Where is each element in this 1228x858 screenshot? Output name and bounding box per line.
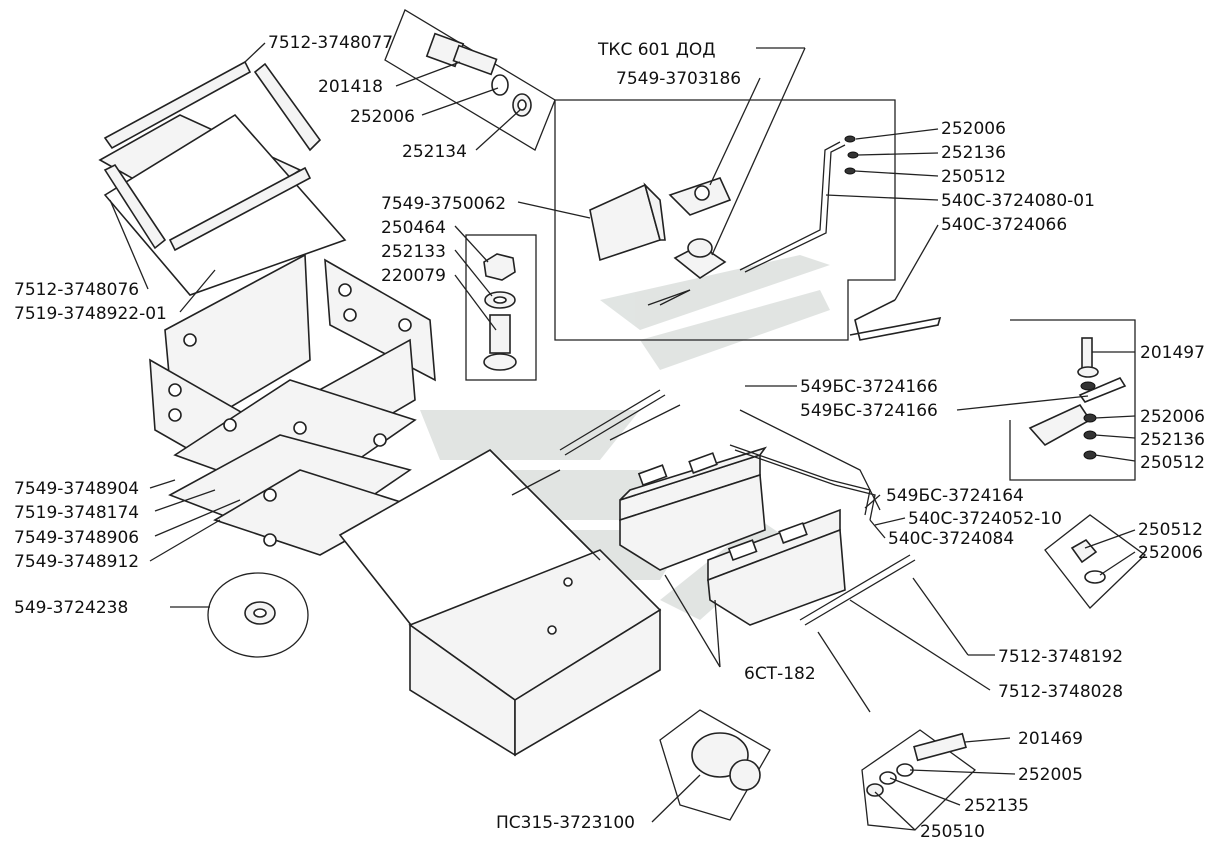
label-7512-3748076: 7512-3748076 [14,280,139,300]
label-252006-d: 252006 [1138,543,1203,563]
label-252136: 252136 [941,143,1006,163]
leader-lines [109,42,1136,831]
label-250464: 250464 [381,218,446,238]
batteries [619,446,846,626]
label-252133: 252133 [381,242,446,262]
label-252005: 252005 [1018,765,1083,785]
label-549bc-3724164: 549БС-3724164 [886,486,1024,506]
label-tks-601-dod: ТКС 601 ДОД [597,40,716,60]
label-250510: 250510 [920,822,985,842]
label-549-3724238: 549-3724238 [14,598,128,618]
label-7549-3748906: 7549-3748906 [14,528,139,548]
label-7512-3748077: 7512-3748077 [268,33,393,53]
label-252135: 252135 [964,796,1029,816]
terminal-group [1009,319,1136,481]
label-7549-3748912: 7549-3748912 [14,552,139,572]
label-201497: 201497 [1140,343,1205,363]
label-252134: 252134 [402,142,467,162]
label-201469: 201469 [1018,729,1083,749]
label-201418: 201418 [318,77,383,97]
label-250512-c: 250512 [1138,520,1203,540]
label-7512-3748028: 7512-3748028 [998,682,1123,702]
label-252006-b: 252006 [941,119,1006,139]
label-549bc-3724166: 549БС-3724166 [800,377,938,397]
label-540c-3724084: 540С-3724084 [888,529,1014,549]
label-220079: 220079 [381,266,446,286]
label-ps315-3723100: ПС315-3723100 [496,813,635,833]
label-252006-c: 252006 [1140,407,1205,427]
lid-plates [98,60,347,296]
nut-washer-bolt-group [465,234,537,381]
top-bolt-group [384,9,556,151]
part-labels: 7512-3748077 201418 252006 252134 ТКС 60… [14,33,1205,842]
label-7512-3748192: 7512-3748192 [998,647,1123,667]
grommet-detail [207,572,309,658]
mass-switch [659,709,976,831]
label-540c-3724052-10: 540С-3724052-10 [908,509,1062,529]
label-7519-3748174: 7519-3748174 [14,503,139,523]
label-7549-3748904: 7549-3748904 [14,479,139,499]
label-252136-b: 252136 [1140,430,1205,450]
label-252006: 252006 [350,107,415,127]
nut-washer-detail [1044,514,1147,609]
label-7549-3750062: 7549-3750062 [381,194,506,214]
label-540c-3724080-01: 540С-3724080-01 [941,191,1095,211]
label-7519-3748922-01: 7519-3748922-01 [14,304,167,324]
label-540c-3724066: 540С-3724066 [941,215,1067,235]
label-250512: 250512 [941,167,1006,187]
label-549bc-3724166-b: 549БС-3724166 [800,401,938,421]
label-250512-b: 250512 [1140,453,1205,473]
switch-bracket-group [554,99,942,341]
cables [511,289,969,713]
label-6ct-182: 6СТ-182 [744,664,816,684]
label-7549-3703186: 7549-3703186 [616,69,741,89]
battery-bracket [149,253,436,556]
battery-box [338,449,662,757]
